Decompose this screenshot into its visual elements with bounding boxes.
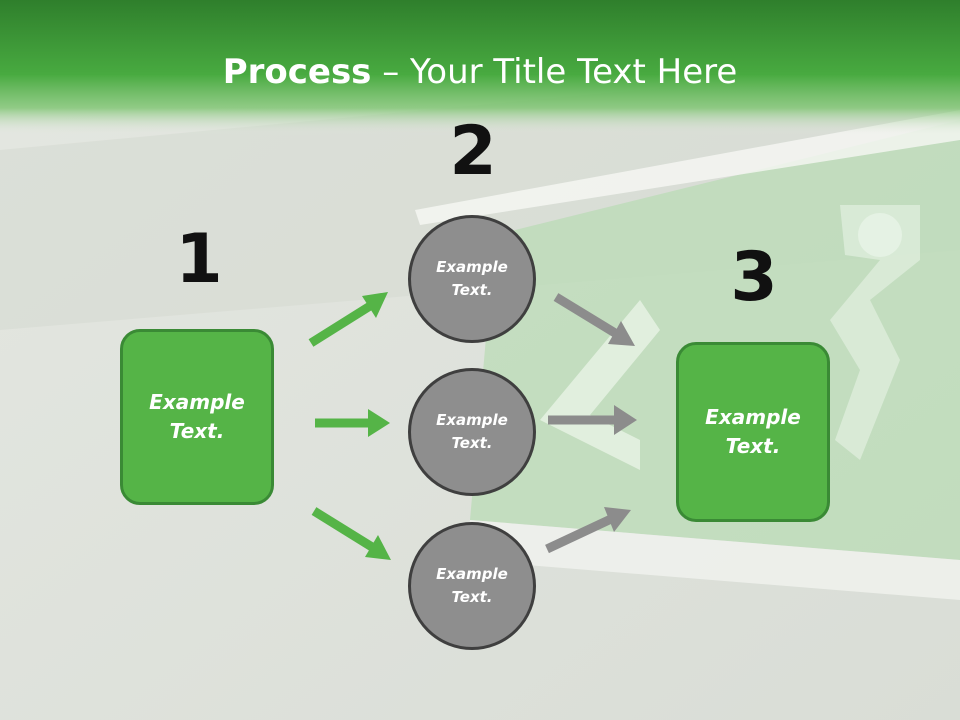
exit-sign-illustration [415, 110, 960, 600]
circle-label: Example Text. [436, 565, 508, 606]
step3-box: Example Text. [676, 342, 830, 522]
circle-label: Example Text. [436, 258, 508, 299]
step-number-3: 3 [730, 238, 778, 317]
step3-label: Example Text. [705, 405, 801, 458]
title-rest: – Your Title Text Here [371, 52, 738, 92]
step1-label: Example Text. [149, 390, 245, 443]
step-number-2: 2 [449, 112, 497, 191]
step2-circle-3: Example Text. [408, 522, 536, 650]
step2-circle-2: Example Text. [408, 368, 536, 496]
step-number-1: 1 [175, 220, 223, 299]
circle-label: Example Text. [436, 411, 508, 452]
title-bold: Process [222, 52, 372, 92]
step2-circle-1: Example Text. [408, 215, 536, 343]
step1-box: Example Text. [120, 329, 274, 505]
slide-title: Process – Your Title Text Here [0, 52, 960, 92]
